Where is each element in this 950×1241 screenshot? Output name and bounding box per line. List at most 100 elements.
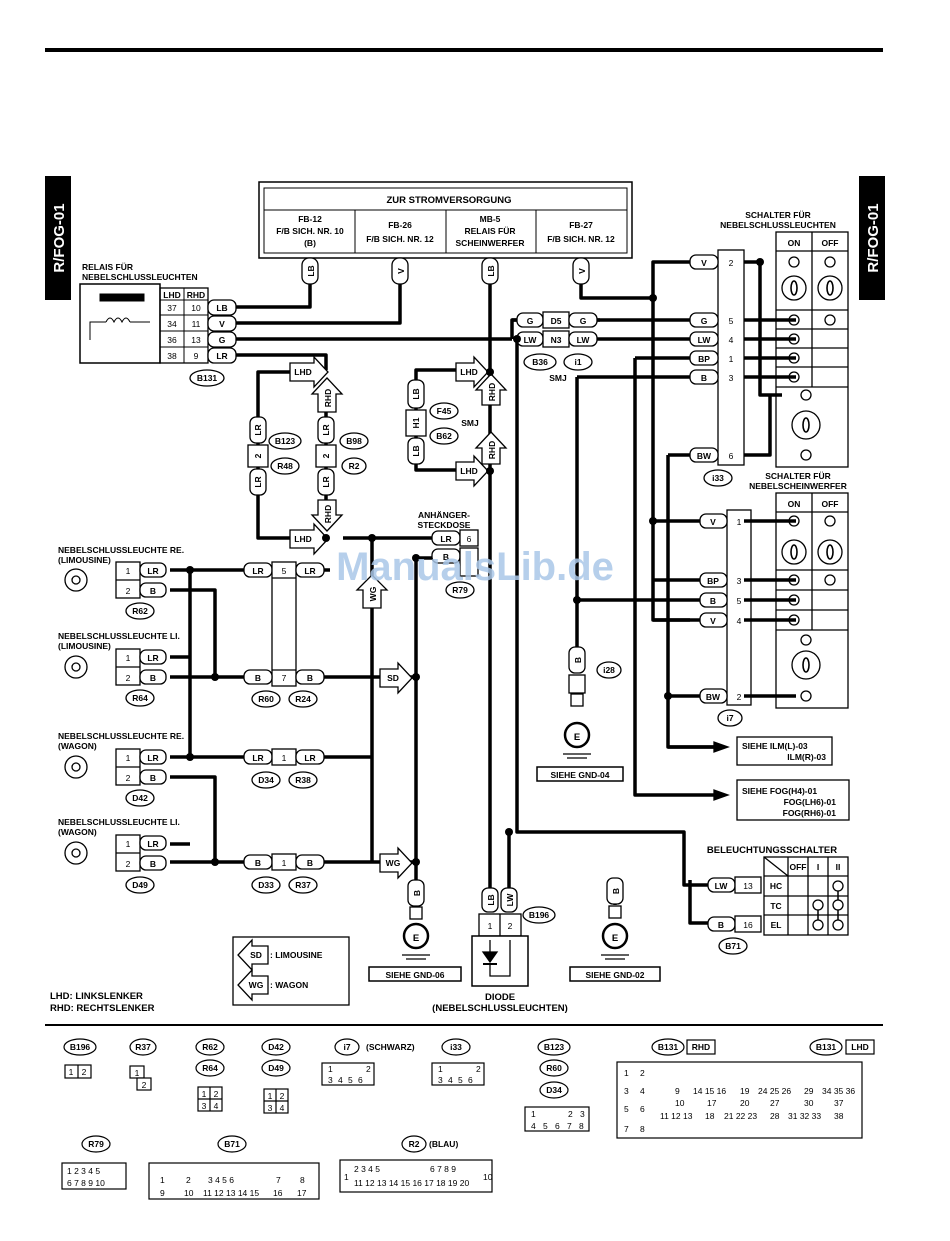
svg-text:B: B xyxy=(307,858,313,868)
svg-text:4: 4 xyxy=(338,1075,343,1085)
svg-text:2: 2 xyxy=(321,453,331,458)
svg-text:7: 7 xyxy=(276,1175,281,1185)
svg-text:SD: SD xyxy=(387,673,399,683)
svg-text:RHD: RHD xyxy=(323,505,333,523)
rear-switch-lamp-glyphs xyxy=(790,280,834,433)
svg-text:2: 2 xyxy=(280,1091,285,1101)
svg-text:B: B xyxy=(150,773,156,783)
svg-text:LR: LR xyxy=(304,566,315,576)
svg-text:i7: i7 xyxy=(343,1042,350,1052)
svg-text:B196: B196 xyxy=(70,1042,91,1052)
svg-text:F/B SICH. NR. 10: F/B SICH. NR. 10 xyxy=(276,226,344,236)
svg-text:3: 3 xyxy=(580,1109,585,1119)
svg-text:B: B xyxy=(443,552,449,562)
svg-text:I: I xyxy=(817,862,819,872)
svg-text:LHD: LHD xyxy=(460,367,477,377)
b123-b98-labels: LR 2 LR LR 2 LR B123 R48 B98 R2 xyxy=(253,424,362,487)
front-switch-on: ON xyxy=(788,499,801,509)
svg-text:31 32 33: 31 32 33 xyxy=(788,1111,821,1121)
svg-text:RHD: RHD xyxy=(487,383,497,401)
front-switch-lamp-glyphs xyxy=(790,544,834,673)
svg-text:TC: TC xyxy=(770,901,781,911)
svg-text:8: 8 xyxy=(640,1124,645,1134)
lhd-rhd-labels: LHD LHD LHD LHD RHD RHD RHD RHD xyxy=(294,367,497,544)
svg-text:B131: B131 xyxy=(816,1042,837,1052)
svg-text:7: 7 xyxy=(282,673,287,683)
front-switch-pin-labels: V 1 BP 3 B 5 V 4 BW 2 i7 xyxy=(706,517,742,723)
svg-text:R64: R64 xyxy=(132,693,148,703)
svg-text:3: 3 xyxy=(328,1075,333,1085)
rear-switch-on: ON xyxy=(788,238,801,248)
svg-text:G: G xyxy=(701,316,708,326)
page-tab-left: R/FOG-01 xyxy=(45,176,71,300)
svg-text:(NEBELSCHLUSSLEUCHTEN): (NEBELSCHLUSSLEUCHTEN) xyxy=(432,1003,568,1014)
svg-text:3: 3 xyxy=(268,1103,273,1113)
svg-text:10: 10 xyxy=(191,303,201,313)
svg-text:R37: R37 xyxy=(295,880,311,890)
svg-text:5: 5 xyxy=(737,596,742,606)
svg-text:(WAGON): (WAGON) xyxy=(58,741,97,751)
svg-text:5: 5 xyxy=(729,316,734,326)
svg-text:4: 4 xyxy=(531,1121,536,1131)
svg-text:5: 5 xyxy=(543,1121,548,1131)
svg-text:1: 1 xyxy=(126,566,131,576)
svg-text:SIEHE ILM(L)-03: SIEHE ILM(L)-03 xyxy=(742,741,808,751)
svg-text:B36: B36 xyxy=(532,357,548,367)
svg-text:4: 4 xyxy=(280,1103,285,1113)
svg-text:LHD: LHD xyxy=(294,534,311,544)
svg-text:SCHEINWERFER: SCHEINWERFER xyxy=(456,238,525,248)
svg-text:3: 3 xyxy=(202,1101,207,1111)
smj-block xyxy=(516,311,598,371)
svg-text:(BLAU): (BLAU) xyxy=(429,1139,458,1149)
svg-text:38: 38 xyxy=(167,351,177,361)
svg-text:34 35 36: 34 35 36 xyxy=(822,1086,855,1096)
svg-text:LHD: LHD xyxy=(163,290,180,300)
svg-text:FB-27: FB-27 xyxy=(569,220,593,230)
svg-text:ANHÄNGER-: ANHÄNGER- xyxy=(418,510,470,520)
svg-text:6 7 8 9: 6 7 8 9 xyxy=(430,1164,456,1174)
svg-text:11 12 13 14 15: 11 12 13 14 15 xyxy=(203,1188,259,1198)
svg-text:B98: B98 xyxy=(346,436,362,446)
svg-text:LW: LW xyxy=(524,335,538,345)
svg-text:B: B xyxy=(718,920,724,930)
svg-text:OFF: OFF xyxy=(790,862,807,872)
svg-text:LHD: LHD xyxy=(851,1042,868,1052)
svg-text:18: 18 xyxy=(705,1111,715,1121)
svg-text:HC: HC xyxy=(770,881,782,891)
svg-text:(SCHWARZ): (SCHWARZ) xyxy=(366,1042,415,1052)
rear-switch-pin-labels: V 2 G 5 LW 4 BP 1 B 3 BW 6 i33 xyxy=(697,258,734,483)
svg-text:LB: LB xyxy=(486,894,496,905)
svg-text:30: 30 xyxy=(804,1098,814,1108)
lhd-rhd-arrows xyxy=(289,355,508,556)
svg-text:16: 16 xyxy=(743,920,753,930)
svg-text:7: 7 xyxy=(624,1124,629,1134)
svg-text:ILM(R)-03: ILM(R)-03 xyxy=(787,752,826,762)
svg-text:LR: LR xyxy=(216,351,227,361)
svg-text:4: 4 xyxy=(214,1101,219,1111)
svg-text:4: 4 xyxy=(640,1086,645,1096)
bottom-rule xyxy=(45,1024,883,1026)
front-switch-title-2: NEBELSCHEINWERFER xyxy=(749,481,847,491)
svg-text:20: 20 xyxy=(740,1098,750,1108)
svg-text:2: 2 xyxy=(126,773,131,783)
front-switch-off: OFF xyxy=(822,499,839,509)
svg-text:SIEHE GND-04: SIEHE GND-04 xyxy=(550,770,609,780)
svg-text:1: 1 xyxy=(69,1067,74,1077)
smj-h1-labels: LB H1 LB F45 B62 SMJ xyxy=(411,388,479,456)
svg-text:2: 2 xyxy=(737,692,742,702)
svg-text:R/FOG-01: R/FOG-01 xyxy=(865,203,882,272)
svg-text:B: B xyxy=(701,373,707,383)
svg-text:LR: LR xyxy=(147,753,158,763)
svg-text:D42: D42 xyxy=(268,1042,284,1052)
power-supply-box xyxy=(258,181,633,259)
svg-text:17: 17 xyxy=(297,1188,307,1198)
svg-text:16: 16 xyxy=(273,1188,283,1198)
reference-labels: SIEHE ILM(L)-03 ILM(R)-03 SIEHE FOG(H4)-… xyxy=(742,741,836,818)
svg-text:i33: i33 xyxy=(712,473,724,483)
svg-text:SD: SD xyxy=(250,950,262,960)
svg-text:LR: LR xyxy=(253,424,263,435)
svg-text:FB-12: FB-12 xyxy=(298,214,322,224)
svg-text:D5: D5 xyxy=(551,316,562,326)
svg-text:6: 6 xyxy=(729,451,734,461)
svg-text:6: 6 xyxy=(468,1075,473,1085)
